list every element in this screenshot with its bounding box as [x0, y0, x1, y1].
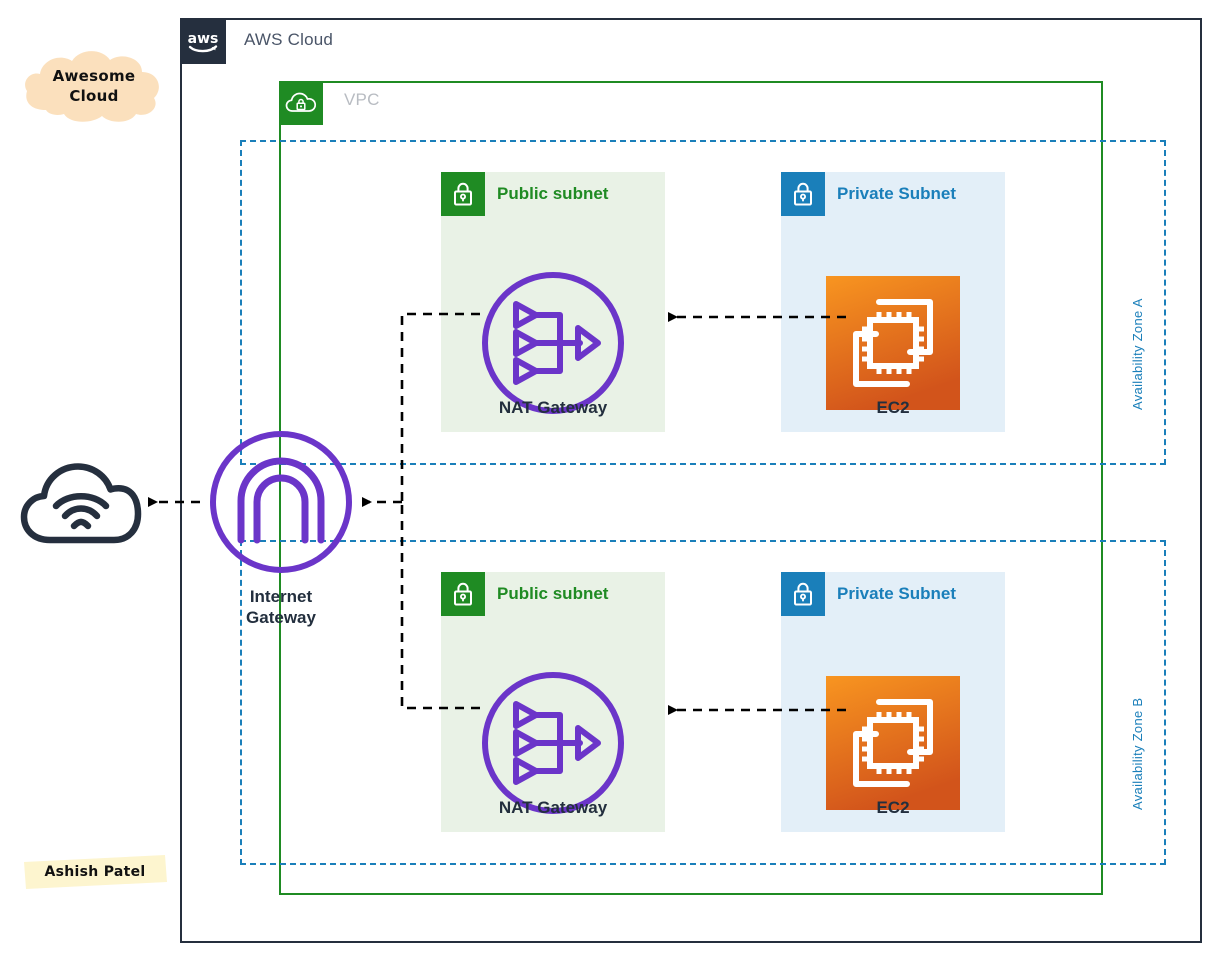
- availability-zone-b-boundary: [240, 540, 1166, 865]
- awesome-cloud-line2: Cloud: [69, 87, 119, 105]
- availability-zone-b-label: Availability Zone B: [1130, 697, 1145, 810]
- subnet-public-a: Public subnet NAT Gateway: [441, 172, 665, 432]
- aws-cloud-label: AWS Cloud: [244, 30, 334, 49]
- vpc-cloud-lock-icon: [279, 81, 323, 125]
- ec2-instance-icon: [818, 668, 968, 823]
- aws-logo-icon: aws: [180, 18, 226, 64]
- ec2-b-label: EC2: [876, 798, 910, 817]
- nat-gateway-b-label: NAT Gateway: [498, 798, 608, 817]
- awesome-cloud-badge: Awesome Cloud: [18, 44, 170, 128]
- subnet-private-b-header: Private Subnet: [781, 572, 956, 616]
- internet-gateway-label: Internet Gateway: [201, 586, 361, 629]
- ec2-a-label: EC2: [876, 398, 910, 417]
- subnet-private-a-title: Private Subnet: [837, 184, 957, 203]
- availability-zone-a-label: Availability Zone A: [1130, 298, 1145, 410]
- awesome-cloud-line1: Awesome: [52, 66, 136, 85]
- internet-cloud-wifi-icon: [20, 458, 142, 550]
- awesome-cloud-badge-text: Awesome Cloud: [18, 44, 170, 128]
- subnet-public-b: Public subnet NAT Gateway: [441, 572, 665, 832]
- nat-gateway-a-label: NAT Gateway: [498, 398, 608, 417]
- subnet-public-b-header: Public subnet: [441, 572, 608, 616]
- internet-gateway-icon: [207, 428, 355, 576]
- padlock-icon: [441, 172, 485, 216]
- padlock-icon: [781, 572, 825, 616]
- internet-gateway-label-line1: Internet: [249, 587, 313, 606]
- nat-gateway-icon: [478, 668, 628, 823]
- author-badge: Ashish Patel: [22, 852, 168, 892]
- vpc-boundary: [279, 81, 1103, 895]
- author-badge-text: Ashish Patel: [44, 864, 146, 880]
- subnet-public-a-title: Public subnet: [497, 184, 609, 203]
- subnet-private-a: Private Subnet: [781, 172, 1005, 432]
- ec2-instance-icon: [818, 268, 968, 423]
- internet-gateway-label-line2: Gateway: [246, 608, 316, 628]
- subnet-private-b-title: Private Subnet: [837, 584, 957, 603]
- padlock-icon: [441, 572, 485, 616]
- availability-zone-a-boundary: [240, 140, 1166, 465]
- subnet-public-b-title: Public subnet: [497, 584, 609, 603]
- svg-text:aws: aws: [188, 31, 219, 47]
- subnet-public-a-header: Public subnet: [441, 172, 608, 216]
- subnet-private-a-header: Private Subnet: [781, 172, 956, 216]
- vpc-label: VPC: [344, 90, 380, 109]
- aws-cloud-boundary: [180, 18, 1202, 943]
- nat-gateway-icon: [478, 268, 628, 423]
- subnet-private-b: Private Subnet: [781, 572, 1005, 832]
- padlock-icon: [781, 172, 825, 216]
